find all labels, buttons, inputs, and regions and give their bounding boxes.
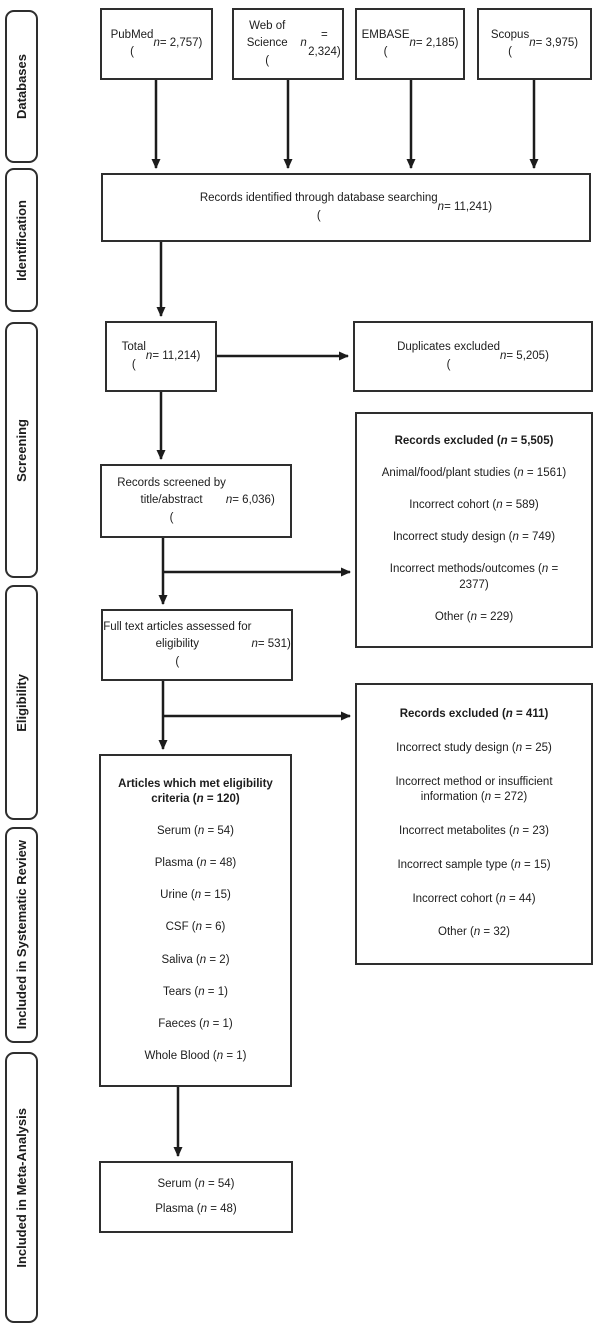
excluded-screening-item: Incorrect methods/outcomes (n = 2377) <box>389 563 559 591</box>
excluded-screening-item: Incorrect cohort (n = 589) <box>409 499 539 512</box>
box-eligible-articles: Articles which met eligibility criteria … <box>99 754 292 1087</box>
eligible-item: Saliva (n = 2) <box>161 953 230 966</box>
excluded-eligibility-item: Other (n = 32) <box>438 926 510 939</box>
sidebar-label-screening: Screening <box>5 322 38 578</box>
excluded-eligibility-item: Incorrect cohort (n = 44) <box>412 892 536 905</box>
eligible-item: Plasma (n = 48) <box>154 857 237 870</box>
eligible-item: Faeces (n = 1) <box>158 1017 233 1030</box>
excluded-screening-item: Incorrect study design (n = 749) <box>392 531 556 544</box>
box-scopus: Scopus (n = 3,975) <box>477 8 592 80</box>
eligible-item: Serum (n = 54) <box>156 825 235 838</box>
sidebar-label-text: Identification <box>14 199 29 281</box>
sidebar-label-text: Eligibility <box>14 673 29 732</box>
eligible-articles-title: Articles which met eligibility criteria … <box>118 777 273 806</box>
eligible-item: Whole Blood (n = 1) <box>144 1049 247 1062</box>
sidebar-label-databases: Databases <box>5 10 38 163</box>
excluded-screening-title: Records excluded (n = 5,505) <box>394 435 554 448</box>
excluded-eligibility-title: Records excluded (n = 411) <box>399 708 549 721</box>
sidebar-label-text: Included in Systematic Review <box>14 840 29 1030</box>
sidebar-label-text: Included in Meta-Analysis <box>14 1107 29 1268</box>
excluded-eligibility-item: Incorrect sample type (n = 15) <box>397 858 551 871</box>
sidebar-label-meta-analysis: Included in Meta-Analysis <box>5 1052 38 1323</box>
meta-item: Serum (n = 54) <box>157 1177 235 1190</box>
excluded-eligibility-item: Incorrect study design (n = 25) <box>396 741 552 754</box>
eligible-item: Tears (n = 1) <box>163 985 228 998</box>
eligible-item: Urine (n = 15) <box>160 889 231 902</box>
box-records-excluded-eligibility: Records excluded (n = 411) Incorrect stu… <box>355 683 593 965</box>
sidebar-label-text: Screening <box>14 418 29 482</box>
box-web-of-science: Web of Science (n = 2,324) <box>232 8 344 80</box>
excluded-eligibility-item: Incorrect metabolites (n = 23) <box>399 825 549 837</box>
box-embase: EMBASE (n = 2,185) <box>355 8 465 80</box>
sidebar-label-identification: Identification <box>5 168 38 312</box>
box-records-excluded-screening: Records excluded (n = 5,505) Animal/food… <box>355 412 593 648</box>
excluded-eligibility-item: Incorrect method or insufficient informa… <box>395 775 553 804</box>
sidebar-label-systematic-review: Included in Systematic Review <box>5 827 38 1043</box>
sidebar-label-text: Databases <box>14 53 29 120</box>
box-total: Total (n = 11,214) <box>105 321 217 392</box>
excluded-screening-item: Animal/food/plant studies (n = 1561) <box>381 467 567 480</box>
sidebar-label-eligibility: Eligibility <box>5 585 38 820</box>
box-records-screened: Records screened by title/abstract (n = … <box>100 464 292 538</box>
box-pubmed: PubMed (n = 2,757) <box>100 8 213 80</box>
eligible-item: CSF (n = 6) <box>165 921 226 934</box>
excluded-screening-item: Other (n = 229) <box>434 611 514 623</box>
box-fulltext-assessed: Full text articles assessed for eligibil… <box>101 609 293 681</box>
box-records-identified: Records identified through database sear… <box>101 173 591 242</box>
meta-item: Plasma (n = 48) <box>155 1202 237 1215</box>
box-meta-analysis: Serum (n = 54) Plasma (n = 48) <box>99 1161 293 1233</box>
box-duplicates-excluded: Duplicates excluded (n = 5,205) <box>353 321 593 392</box>
